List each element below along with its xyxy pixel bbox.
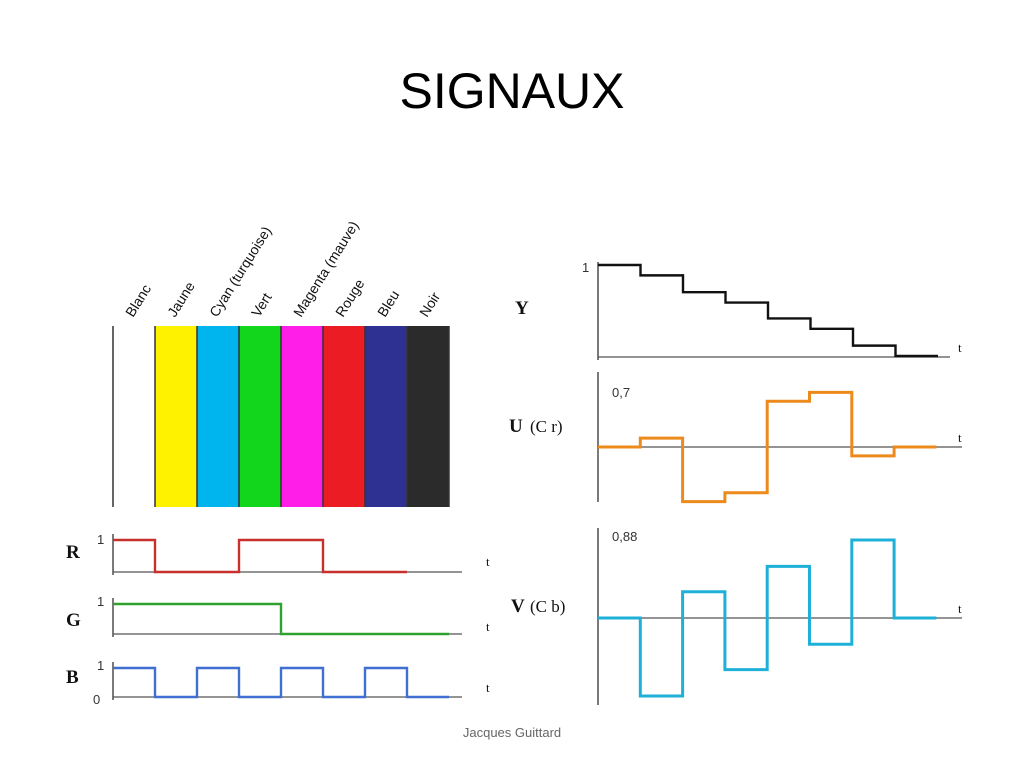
color-bar-name-3: Vert	[248, 290, 275, 320]
signal-label-u-suffix: (C r)	[530, 417, 563, 436]
u-max-label: 0,7	[612, 385, 630, 400]
color-bar-name-1: Jaune	[164, 279, 198, 320]
color-bar-3	[239, 326, 281, 507]
color-bar-0	[113, 326, 155, 507]
signal-r-waveform	[113, 538, 407, 574]
page-title: SIGNAUX	[399, 63, 625, 119]
signal-b-waveform	[113, 666, 449, 699]
v-max-label: 0,88	[612, 529, 637, 544]
b-zero-label: 0	[93, 692, 100, 707]
signal-label-v-suffix: (C b)	[530, 597, 565, 616]
color-bar-name-5: Rouge	[332, 276, 368, 320]
r-max-label: 1	[97, 532, 104, 547]
signal-u-waveform	[598, 390, 937, 504]
signal-label-b: B	[66, 667, 79, 688]
g-t-label: t	[486, 619, 490, 634]
signal-g-waveform	[113, 602, 449, 636]
signal-label-g: G	[66, 610, 81, 631]
r-t-label: t	[486, 554, 490, 569]
signal-waveforms	[113, 263, 938, 699]
y-max-label: 1	[582, 260, 589, 275]
signal-v-waveform	[598, 538, 937, 698]
color-bar-2	[197, 326, 239, 507]
signal-y-waveform	[598, 263, 938, 358]
signal-label-y: Y	[515, 298, 529, 319]
u-t-label: t	[958, 430, 962, 445]
color-bar-5	[323, 326, 365, 507]
signal-label-r: R	[66, 542, 80, 563]
footer-author: Jacques Guittard	[462, 725, 562, 740]
y-t-label: t	[958, 340, 962, 355]
color-bars	[112, 326, 450, 507]
signal-label-u: U	[509, 416, 523, 437]
b-max-label: 1	[97, 658, 104, 673]
color-bar-name-6: Bleu	[374, 287, 402, 319]
color-bar-name-0: Blanc	[122, 281, 154, 319]
g-max-label: 1	[97, 594, 104, 609]
v-t-label: t	[958, 601, 962, 616]
color-bar-6	[365, 326, 407, 507]
b-t-label: t	[486, 680, 490, 695]
color-bar-7	[407, 326, 449, 507]
signal-label-v: V	[511, 596, 525, 617]
color-bar-name-7: Noir	[416, 289, 443, 320]
color-bar-1	[155, 326, 197, 507]
color-bar-4	[281, 326, 323, 507]
